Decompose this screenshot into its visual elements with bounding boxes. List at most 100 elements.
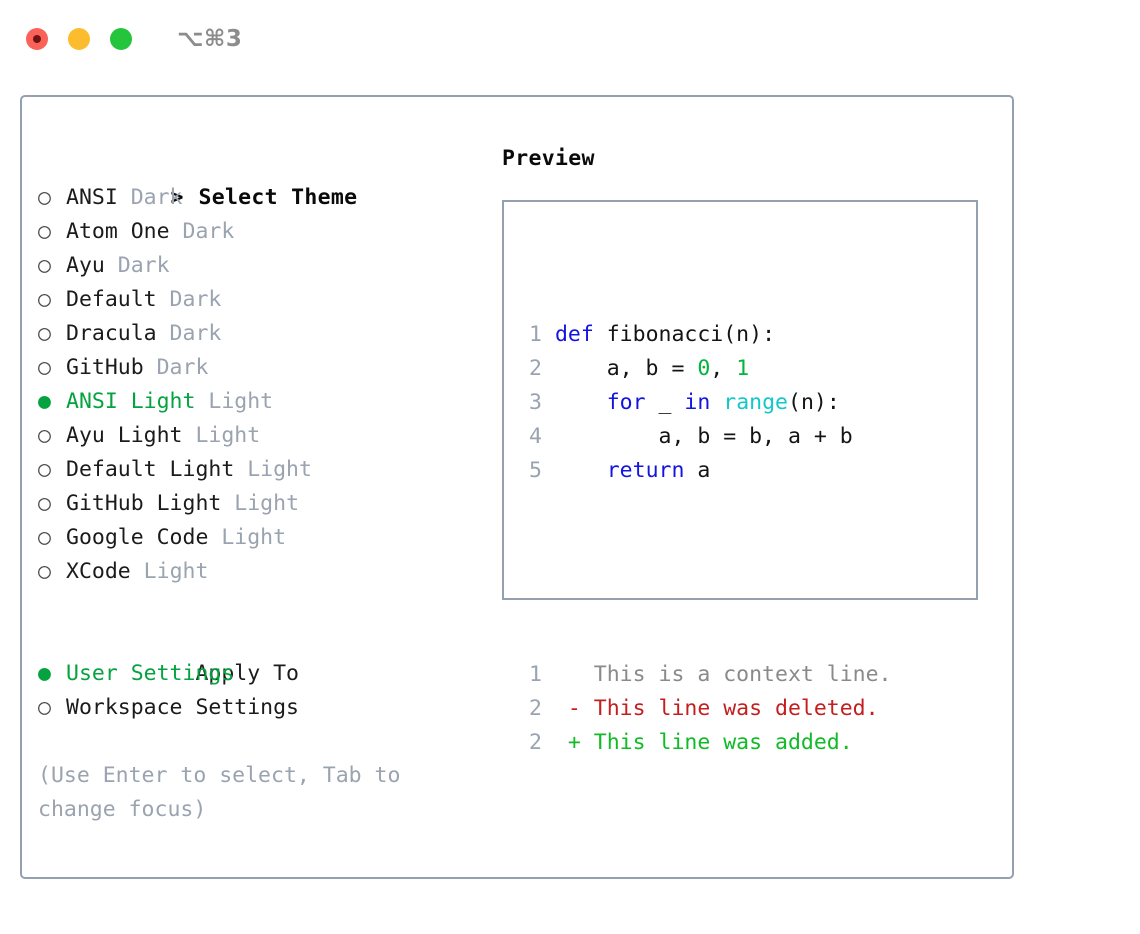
window-controls [26, 28, 132, 50]
theme-option-label: XCode [66, 559, 131, 584]
code-token-kw: for [606, 390, 646, 415]
theme-option-label: Atom One [66, 219, 170, 244]
radio-unselected-icon[interactable]: ○ [38, 457, 51, 482]
radio-unselected-icon[interactable]: ○ [38, 287, 51, 312]
code-diff-gap [516, 556, 892, 590]
radio-unselected-icon[interactable]: ○ [38, 321, 51, 346]
code-token-plain: (n): [788, 390, 840, 415]
apply-to-list: ● User Settings ○ Workspace Settings [38, 657, 498, 725]
theme-variant-label: Dark [156, 321, 222, 346]
selection-caret-icon: > [170, 185, 184, 210]
code-token-plain: a [684, 458, 711, 483]
list-spacer [38, 589, 498, 623]
preview-column: Preview 1 def fibonacci(n):2 a, b = 0, 1… [502, 146, 1002, 755]
radio-unselected-icon[interactable]: ○ [38, 253, 51, 278]
line-number: 3 [529, 390, 542, 415]
code-line: 4 a, b = b, a + b [516, 420, 892, 454]
theme-variant-label: Dark [156, 287, 222, 312]
theme-option-label: GitHub Light [66, 491, 222, 516]
line-number: 2 [529, 696, 542, 721]
code-token-plain [555, 390, 607, 415]
close-button[interactable] [26, 28, 48, 50]
theme-variant-label: Dark [169, 219, 235, 244]
theme-option-google-code[interactable]: ○Google Code Light [38, 521, 498, 555]
main-panel: > Select Theme ○ ANSI Dark ○ Atom One Dark ○ A… [20, 95, 1014, 879]
keyboard-shortcut-label: ⌥⌘3 [177, 26, 243, 52]
code-token-plain: _ [645, 390, 685, 415]
theme-variant-label: Light [221, 491, 300, 516]
title-bar: ⌥⌘3 [0, 0, 1140, 78]
line-number: 4 [529, 424, 542, 449]
code-line: 1 def fibonacci(n): [516, 318, 892, 352]
radio-unselected-icon[interactable]: ○ [38, 355, 51, 380]
theme-option-default[interactable]: ○Default Dark [38, 283, 498, 317]
apply-to-option-workspace-settings[interactable]: ○ Workspace Settings [38, 691, 498, 725]
gutter-space [542, 322, 555, 347]
diff-line-add: 2 + This line was added. [516, 726, 892, 760]
diff-line-text: - This line was deleted. [542, 696, 879, 721]
theme-option-atom-one[interactable]: ○ Atom One Dark [38, 215, 498, 249]
diff-line-text: + This line was added. [542, 730, 853, 755]
apply-to-option-user-settings[interactable]: ● User Settings [38, 657, 498, 691]
theme-option-ayu[interactable]: ○ Ayu Dark [38, 249, 498, 283]
theme-option-label: Default Light [66, 457, 235, 482]
code-token-kw: def [554, 322, 594, 347]
code-token-plain [710, 390, 723, 415]
theme-option-label: Dracula [66, 321, 157, 346]
gutter-space [542, 458, 555, 483]
theme-picker-header: > Select Theme [38, 147, 498, 210]
radio-unselected-icon[interactable]: ○ [38, 219, 51, 244]
code-token-plain [555, 458, 607, 483]
radio-unselected-icon[interactable]: ○ [38, 185, 51, 210]
theme-variant-label: Dark [104, 253, 170, 278]
theme-option-ayu-light[interactable]: ○ Ayu Light Light [38, 419, 498, 453]
theme-picker-column: > Select Theme ○ ANSI Dark ○ Atom One Dark ○ A… [38, 147, 498, 827]
theme-option-github[interactable]: ○GitHub Dark [38, 351, 498, 385]
radio-selected-icon[interactable]: ● [38, 661, 51, 686]
line-number: 1 [529, 322, 542, 347]
minimize-button[interactable] [68, 28, 90, 50]
theme-picker-title: Select Theme [198, 185, 358, 210]
theme-option-ansi-light[interactable]: ●ANSI Light Light [38, 385, 498, 419]
theme-option-label: ANSI [66, 185, 118, 210]
radio-unselected-icon[interactable]: ○ [38, 559, 51, 584]
code-line: 2 a, b = 0, 1 [516, 352, 892, 386]
theme-option-dracula[interactable]: ○ Dracula Dark [38, 317, 498, 351]
preview-title: Preview [502, 146, 595, 171]
code-token-num: 1 [736, 356, 750, 381]
line-number: 2 [529, 730, 542, 755]
theme-variant-label: Light [130, 559, 209, 584]
radio-unselected-icon[interactable]: ○ [38, 695, 51, 720]
apply-to-header: Apply To [38, 623, 498, 686]
code-token-fn: range [723, 390, 788, 415]
theme-list: ○ANSI Dark○Atom One Dark○Ayu Dark○Defaul… [38, 181, 498, 589]
theme-option-default-light[interactable]: ○Default Light Light [38, 453, 498, 487]
theme-option-ansi[interactable]: ○ANSI Dark [38, 181, 498, 215]
line-number: 2 [529, 356, 542, 381]
theme-variant-label: Light [182, 423, 261, 448]
gutter-space [542, 356, 555, 381]
apply-to-option-label: User Settings [66, 661, 235, 686]
theme-variant-label: Light [195, 389, 274, 414]
line-number: 5 [529, 458, 542, 483]
diff-line-text: This is a context line. [542, 662, 892, 687]
theme-option-label: Ayu [66, 253, 105, 278]
zoom-button[interactable] [110, 28, 132, 50]
theme-option-label: Ayu Light [66, 423, 183, 448]
code-token-plain: a, b = [554, 356, 698, 381]
line-number: 1 [529, 662, 542, 687]
radio-selected-icon[interactable]: ● [38, 389, 51, 414]
code-line: 5 return a [516, 454, 892, 488]
diff-line-ctx: 1 This is a context line. [516, 658, 892, 692]
code-token-plain: fibonacci(n): [593, 322, 776, 347]
theme-option-label: GitHub [66, 355, 144, 380]
theme-option-github-light[interactable]: ○ GitHub Light Light [38, 487, 498, 521]
theme-option-xcode[interactable]: ○ XCode Light [38, 555, 498, 589]
radio-unselected-icon[interactable]: ○ [38, 491, 51, 516]
radio-unselected-icon[interactable]: ○ [38, 423, 51, 448]
apply-to-option-label: Workspace Settings [66, 695, 299, 720]
radio-unselected-icon[interactable]: ○ [38, 525, 51, 550]
